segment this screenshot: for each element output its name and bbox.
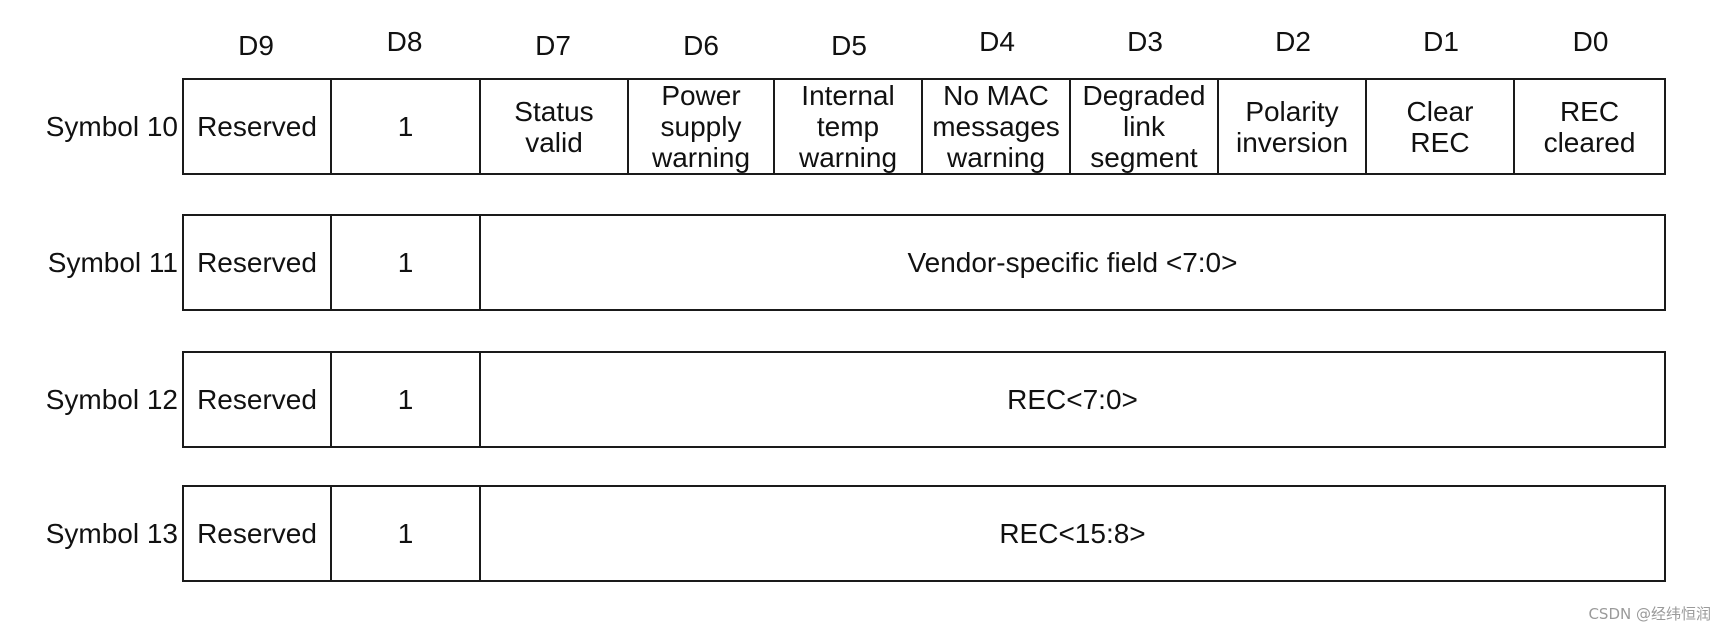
- row-label-symbol-10: Symbol 10: [45, 110, 178, 142]
- status-valid-cell: Status valid: [481, 80, 629, 173]
- row-label-symbol-13: Symbol 13: [45, 517, 178, 549]
- bit-header-d9: D9: [238, 30, 274, 61]
- bit-header-d5: D5: [831, 30, 867, 61]
- symbol-11-d8-cell: 1: [332, 216, 481, 309]
- bit-header-d1: D1: [1423, 26, 1459, 57]
- watermark: CSDN @经纬恒润: [1588, 605, 1711, 623]
- rec-low-byte-cell: REC<7:0>: [1007, 384, 1138, 415]
- rec-high-byte-cell: REC<15:8>: [999, 518, 1146, 549]
- row-label-symbol-11: Symbol 11: [47, 246, 178, 278]
- clear-rec-cell: Clear REC: [1367, 80, 1515, 173]
- rec-cleared-cell: REC cleared: [1543, 95, 1636, 158]
- bit-header-d2: D2: [1275, 26, 1311, 57]
- symbol-10-d9-cell: Reserved: [184, 80, 332, 173]
- power-supply-warning-cell: Power supply warning: [629, 80, 775, 173]
- symbol-12-d9-cell: Reserved: [184, 353, 332, 446]
- row-label-symbol-12: Symbol 12: [45, 383, 178, 415]
- symbol-12-row: Reserved 1 REC<7:0>: [182, 351, 1666, 448]
- bit-header-d8: D8: [386, 26, 423, 57]
- symbol-13-d8-cell: 1: [332, 487, 481, 580]
- symbol-11-d9-cell: Reserved: [184, 216, 332, 309]
- bit-header-d7: D7: [535, 30, 571, 61]
- symbol-13-d9-cell: Reserved: [184, 487, 332, 580]
- symbol-13-row: Reserved 1 REC<15:8>: [182, 485, 1666, 582]
- internal-temp-warning-cell: Internal temp warning: [775, 80, 923, 173]
- symbol-12-d8-cell: 1: [332, 353, 481, 446]
- bit-header-d4: D4: [979, 26, 1015, 57]
- polarity-inversion-cell: Polarity inversion: [1219, 80, 1367, 173]
- symbol-10-row: Reserved 1 Status valid Power supply war…: [182, 78, 1666, 175]
- bit-header-d6: D6: [683, 30, 719, 61]
- bit-header-d3: D3: [1127, 26, 1163, 57]
- degraded-link-segment-cell: Degraded link segment: [1071, 80, 1219, 173]
- vendor-specific-field-cell: Vendor-specific field <7:0>: [907, 247, 1238, 278]
- symbol-10-d8-cell: 1: [332, 80, 481, 173]
- no-mac-messages-warning-cell: No MAC messages warning: [923, 80, 1071, 173]
- bit-header-d0: D0: [1572, 26, 1609, 57]
- symbol-11-row: Reserved 1 Vendor-specific field <7:0>: [182, 214, 1666, 311]
